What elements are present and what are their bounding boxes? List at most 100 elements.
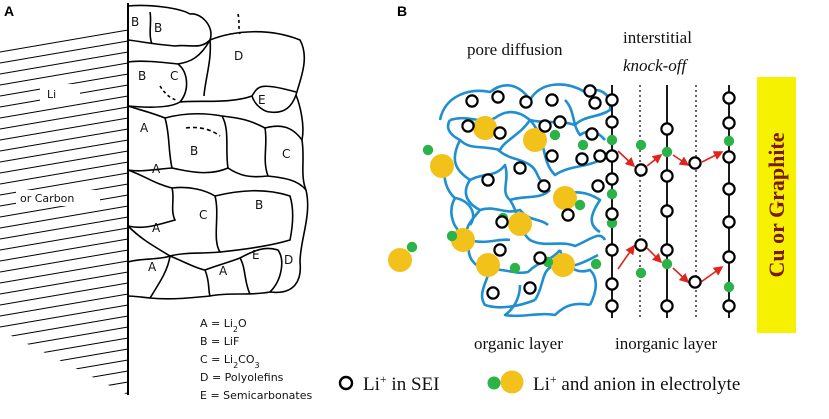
li-ion xyxy=(430,154,454,178)
anion xyxy=(635,139,647,151)
anion xyxy=(723,281,735,293)
anion xyxy=(661,146,673,158)
li-ion xyxy=(553,186,577,210)
sei-li-ion xyxy=(722,150,736,164)
sei-li-ion xyxy=(660,122,674,136)
knock-off-arrow xyxy=(672,154,690,166)
sei-li-ion xyxy=(545,93,559,107)
sei-li-ion xyxy=(465,94,479,108)
grain-letter: B xyxy=(131,15,139,29)
anode-hatching xyxy=(0,29,128,395)
sei-li-ion xyxy=(533,251,547,265)
sei-li-ion xyxy=(605,207,619,221)
sei-li-ion xyxy=(553,115,567,129)
sei-li-ion xyxy=(561,208,575,222)
sei-li-ion xyxy=(538,119,552,133)
grain-letter: C xyxy=(282,147,290,161)
sei-li-ion xyxy=(545,149,559,163)
sei-li-ion xyxy=(634,163,648,177)
sei-li-ion xyxy=(722,91,736,105)
pore-diffusion-label: pore diffusion xyxy=(467,40,563,59)
li-ion xyxy=(388,248,412,272)
electrolyte-legend-text: Li+ and anion in electrolyte xyxy=(533,372,740,395)
grain-letter: D xyxy=(234,49,243,63)
sei-li-ion xyxy=(722,250,736,264)
sei-li-ion xyxy=(585,127,599,141)
li-ion xyxy=(508,212,532,236)
legend-row: E = Semicarbonates xyxy=(200,389,312,402)
anion xyxy=(661,258,673,270)
current-collector-label: Cu or Graphite xyxy=(764,132,789,277)
legend-row: A = Li2O xyxy=(200,317,247,334)
panel-b-label: B xyxy=(397,3,407,19)
anion xyxy=(590,258,602,270)
grain-letter: C xyxy=(199,208,207,222)
sei-li-ion xyxy=(491,90,505,104)
sei-li-ion xyxy=(660,204,674,218)
sei-legend-icon xyxy=(338,375,354,391)
legend-row: C = Li2CO3 xyxy=(200,353,260,370)
inorganic-layer-lines xyxy=(611,85,730,318)
sei-li-ion xyxy=(722,215,736,229)
anion xyxy=(509,262,521,274)
anion xyxy=(406,241,418,253)
grain-letter: A xyxy=(219,264,228,278)
organic-layer-label: organic layer xyxy=(474,334,563,353)
sei-li-ion xyxy=(634,238,648,252)
legend-row: D = Polyolefins xyxy=(200,371,284,384)
sei-li-ion xyxy=(605,149,619,163)
knock-off-arrow xyxy=(701,151,724,163)
sei-li-ion xyxy=(605,277,619,291)
knock-off-arrow xyxy=(646,154,663,167)
knock-off-arrow xyxy=(617,150,636,168)
grain-letter: E xyxy=(252,248,260,262)
anion xyxy=(422,144,434,156)
inorganic-layer-label: inorganic layer xyxy=(615,334,717,353)
sei-li-ion xyxy=(605,93,619,107)
knock-off-arrow xyxy=(700,266,724,283)
li-ion-legend-icon xyxy=(500,370,524,394)
knock-off-arrows xyxy=(617,150,724,284)
anion xyxy=(635,267,647,279)
sei-li-ion xyxy=(513,161,527,175)
anode-label-carbon: or Carbon xyxy=(20,192,74,205)
sei-li-ion xyxy=(493,243,507,257)
anion xyxy=(606,217,618,229)
knock-off-arrow xyxy=(672,267,690,284)
sei-li-ions xyxy=(461,84,736,313)
sei-li-ion xyxy=(493,126,507,140)
li-ion xyxy=(473,116,497,140)
li-ion xyxy=(476,253,500,277)
sei-li-ion xyxy=(495,215,509,229)
sei-li-ion xyxy=(519,95,533,109)
sei-legend-text: Li+ in SEI xyxy=(363,372,439,395)
current-collector-bar xyxy=(757,77,796,333)
sei-li-ion xyxy=(688,156,702,170)
interstitial-label: interstitial xyxy=(623,28,692,47)
electrolyte-ions xyxy=(388,116,735,293)
sei-li-ion xyxy=(523,281,537,295)
sei-li-ion xyxy=(575,152,589,166)
sei-li-ion xyxy=(591,179,605,193)
sei-li-ion xyxy=(660,299,674,313)
sei-li-ion xyxy=(593,149,607,163)
sei-li-ion xyxy=(583,84,597,98)
anode-label-li: Li xyxy=(47,88,56,101)
grain-letter: B xyxy=(154,21,162,35)
grain-letter: B xyxy=(190,144,198,158)
carbon-label-bg xyxy=(16,190,100,206)
grain-letter: A xyxy=(152,221,161,235)
li-ion xyxy=(451,228,475,252)
sei-li-ion xyxy=(605,299,619,313)
anion xyxy=(606,134,618,146)
grain-letter: A xyxy=(148,260,157,274)
organic-network xyxy=(438,83,612,318)
anion xyxy=(577,139,589,151)
sei-grains xyxy=(127,4,309,300)
sei-li-ion xyxy=(481,173,495,187)
anion xyxy=(446,230,458,242)
